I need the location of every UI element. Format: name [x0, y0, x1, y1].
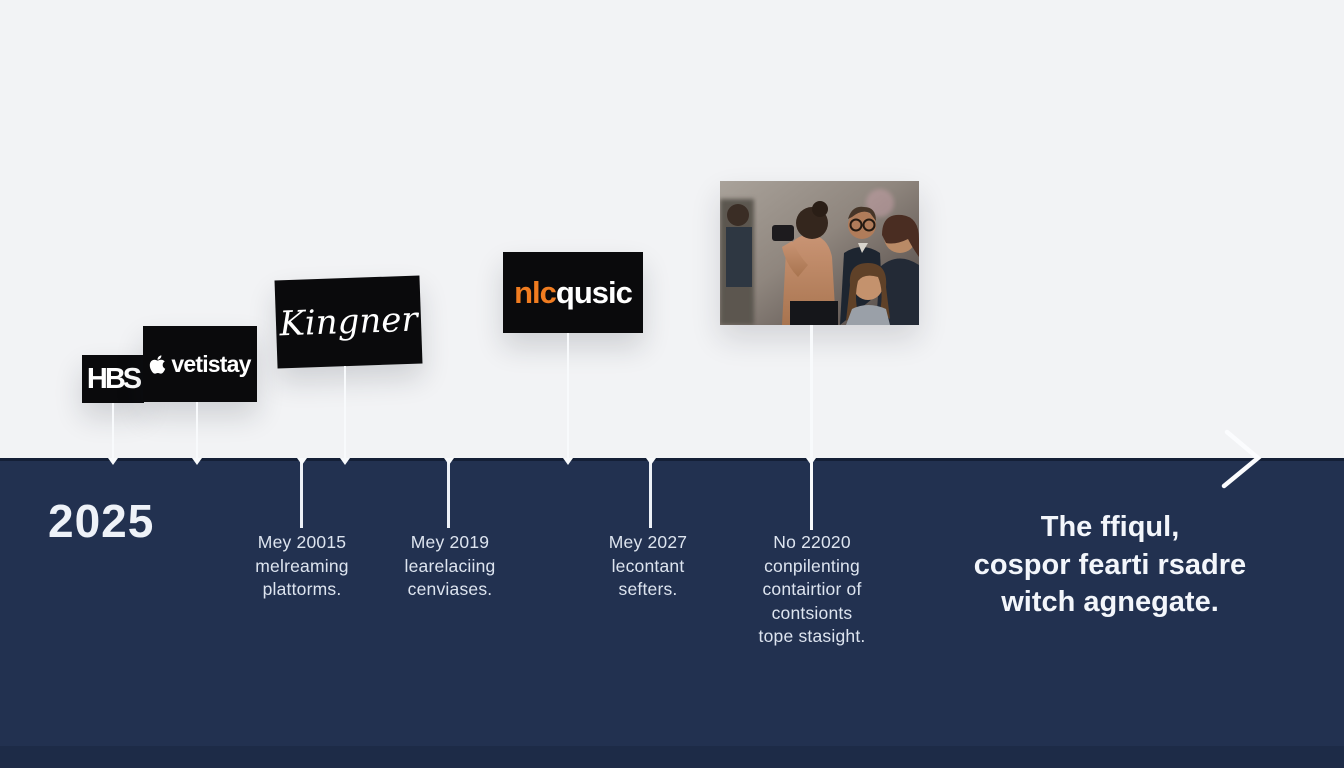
logo-hbs: HBS	[82, 355, 144, 403]
timeline-tick	[646, 458, 656, 465]
connector-line-milestone-2	[447, 459, 450, 528]
timeline-tick	[444, 458, 454, 465]
timeline-tick	[563, 458, 573, 465]
event-photo	[720, 181, 919, 325]
apple-icon	[150, 354, 166, 374]
connector-line-nlcqusic	[567, 333, 569, 458]
connector-line-hbs	[112, 403, 114, 458]
timeline-tick	[108, 458, 118, 465]
event-photo-image	[720, 181, 919, 325]
timeline-band	[0, 458, 1344, 768]
milestone-caption-2: Mey 2019 learelaciing cenviases.	[404, 532, 496, 599]
logo-nlcqusic-rest: qusic	[555, 274, 633, 310]
closing-statement: The ffiqul, cospor fearti rsadre witch a…	[973, 511, 1247, 618]
timeline-band-edge	[0, 458, 1344, 461]
connector-line-kingner	[344, 366, 346, 458]
connector-line-vetistay	[196, 402, 198, 458]
logo-hbs-text: HBS	[86, 362, 142, 395]
timeline-tick	[340, 458, 350, 465]
logo-kingner-text: Kingner	[278, 299, 419, 345]
timeline-tick	[297, 458, 307, 465]
milestone-caption-3: Mey 2027 lecontant sefters.	[608, 532, 688, 599]
connector-line-milestone-1	[300, 459, 303, 528]
logo-kingner: Kingner	[274, 275, 423, 369]
logo-vetistay: vetistay	[143, 326, 257, 402]
footer-shade	[0, 746, 1344, 768]
year-label: 2025	[48, 495, 155, 547]
connector-line-milestone-3	[649, 459, 652, 528]
logo-vetistay-text: vetistay	[171, 350, 251, 377]
milestone-caption-1: Mey 20015 melreaming plattorms.	[255, 532, 349, 599]
milestone-caption-4: No 22020 conpilenting contairtior of con…	[758, 532, 866, 646]
chevron-right-icon[interactable]	[1203, 418, 1275, 502]
logo-nlcqusic-accent: nlc	[514, 274, 557, 310]
connector-line-photo	[810, 325, 813, 530]
timeline-tick	[192, 458, 202, 465]
